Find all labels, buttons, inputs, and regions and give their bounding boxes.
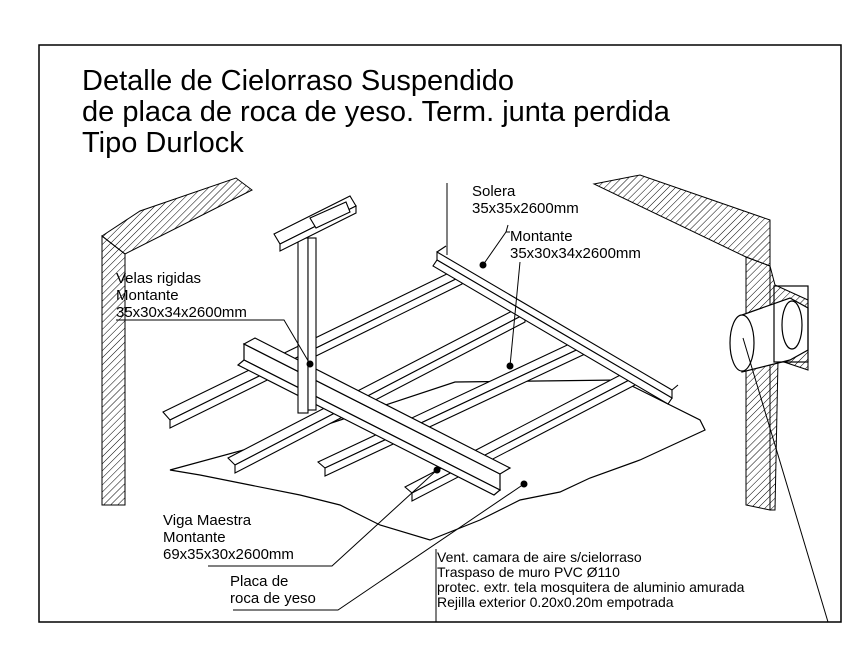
label-montante-size: 35x30x34x2600mm	[510, 245, 641, 262]
leader-lines	[116, 183, 829, 623]
title-line-1: Detalle de Cielorraso Suspendido	[82, 65, 515, 97]
label-viga-type: Montante	[163, 529, 226, 546]
drawing-title: Detalle de Cielorraso Suspendido de plac…	[82, 66, 670, 159]
label-viga-size: 69x35x30x2600mm	[163, 546, 294, 563]
label-ventilation: Vent. camara de aire s/cielorraso Traspa…	[437, 550, 744, 610]
label-placa-line-1: Placa de	[230, 573, 289, 590]
title-line-2: de placa de roca de yeso. Term. junta pe…	[82, 96, 670, 128]
label-montante-name: Montante	[510, 228, 573, 245]
label-vent-line-2: Traspaso de muro PVC Ø110	[437, 564, 620, 580]
label-viga-maestra: Viga Maestra Montante 69x35x30x2600mm	[163, 512, 294, 563]
label-viga-name: Viga Maestra	[163, 512, 252, 529]
label-placa: Placa de roca de yeso	[230, 573, 316, 607]
label-velas-name: Velas rigidas	[116, 270, 202, 287]
label-velas-rigidas: Velas rigidas Montante 35x30x34x2600mm	[116, 270, 247, 321]
label-placa-line-2: roca de yeso	[230, 590, 316, 607]
label-velas-size: 35x30x34x2600mm	[116, 304, 247, 321]
label-montante: Montante 35x30x34x2600mm	[510, 228, 641, 262]
pvc-pipe	[729, 285, 809, 373]
label-solera-name: Solera	[472, 183, 516, 200]
label-solera: Solera 35x35x2600mm	[472, 183, 579, 217]
left-wall	[101, 177, 253, 506]
label-solera-size: 35x35x2600mm	[472, 200, 579, 217]
solera-channel	[432, 245, 679, 405]
velas-rigidas	[273, 195, 357, 414]
label-velas-type: Montante	[116, 287, 179, 304]
label-vent-line-4: Rejilla exterior 0.20x0.20m empotrada	[437, 594, 674, 610]
title-line-3: Tipo Durlock	[82, 127, 244, 159]
label-vent-line-3: protec. extr. tela mosquitera de alumini…	[437, 579, 745, 595]
label-vent-line-1: Vent. camara de aire s/cielorraso	[437, 549, 642, 565]
